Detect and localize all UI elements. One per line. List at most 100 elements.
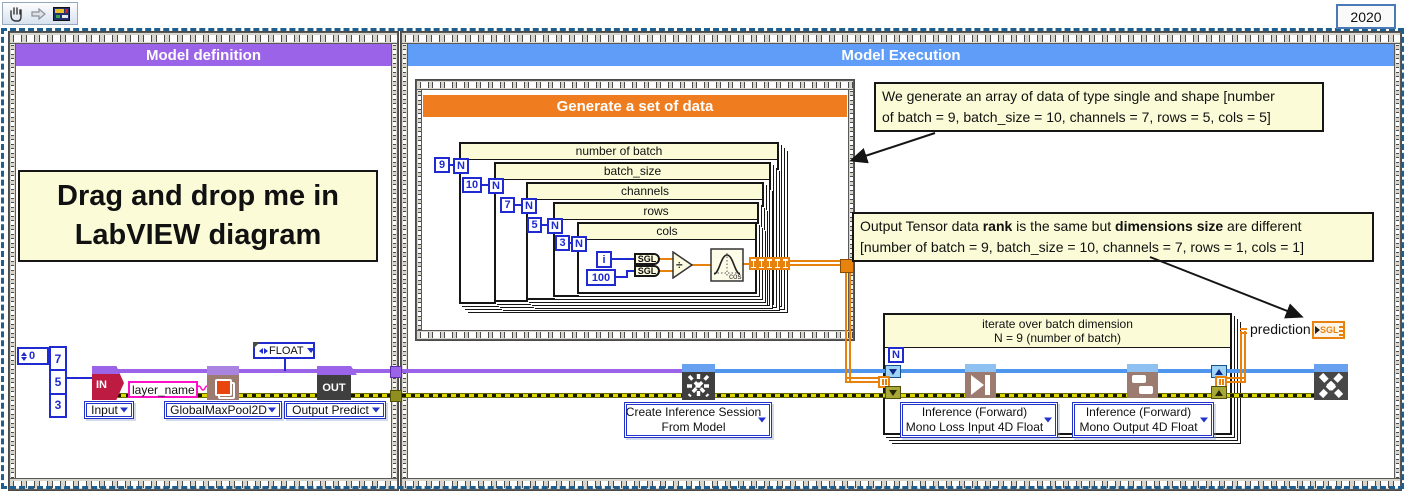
dropdown-line1[interactable]: Inference (Forward)	[921, 405, 1028, 419]
dropdown-caret-icon[interactable]	[306, 348, 315, 353]
comment-generate-shape: We generate an array of data of type sin…	[874, 82, 1324, 132]
create-session-dropdown[interactable]: Create Inference Session From Model	[624, 402, 772, 438]
for-loop-number-of-batch[interactable]: number of batch	[459, 142, 779, 304]
dropdown-caret-icon[interactable]	[1200, 417, 1208, 423]
to-sgl-convert-1[interactable]: SGL	[634, 253, 660, 265]
for-loop-rows[interactable]: rows	[553, 202, 759, 297]
index-spinner-icon[interactable]	[21, 351, 27, 361]
for-loop-channels[interactable]: channels	[526, 182, 764, 300]
array-elem-2[interactable]: 3	[54, 398, 62, 413]
prediction-label: prediction	[1247, 321, 1314, 337]
forward-step-icon	[971, 375, 990, 395]
year-label: 2020	[1350, 8, 1382, 25]
prediction-indicator[interactable]: SGL	[1312, 321, 1345, 339]
filmstrip-top	[416, 80, 854, 90]
output-dropdown[interactable]: Output Predict	[284, 401, 386, 419]
loop-label: channels	[620, 184, 670, 199]
pool-dropdown-value[interactable]: GlobalMaxPool2D	[170, 402, 267, 417]
inference-output-dropdown[interactable]: Inference (Forward) Mono Output 4D Float	[1072, 402, 1214, 438]
svg-text:÷: ÷	[676, 258, 683, 272]
filmstrip-right	[391, 43, 398, 479]
in-node-cap	[92, 366, 124, 374]
inference-output-node[interactable]	[1127, 364, 1158, 398]
wire-divide-cos	[690, 264, 711, 266]
year-badge: 2020	[1336, 4, 1396, 29]
wire-array-to-in	[66, 377, 93, 379]
dropdown-line2[interactable]: Mono Output 4D Float	[1079, 420, 1198, 434]
forward-arrow-icon[interactable]	[30, 6, 47, 22]
iteration-terminal: i	[596, 251, 612, 268]
float-value[interactable]: FLOAT	[269, 344, 304, 357]
dropdown-caret-icon[interactable]	[758, 417, 766, 423]
count-channels[interactable]: 7	[500, 197, 515, 213]
node-cap	[1314, 364, 1348, 372]
to-sgl-convert-2[interactable]: SGL	[634, 265, 660, 277]
cos-function-node[interactable]: cos	[710, 248, 744, 282]
close-session-node[interactable]	[1314, 364, 1348, 400]
inference-loss-input-dropdown[interactable]: Inference (Forward) Mono Loss Input 4D F…	[900, 402, 1058, 438]
dropdown-line1[interactable]: Inference (Forward)	[1085, 405, 1192, 419]
dropdown-line1[interactable]: Create Inference Session	[625, 405, 762, 419]
array-elem-1[interactable]: 5	[54, 374, 62, 389]
dropdown-line2[interactable]: From Model	[661, 420, 726, 434]
wire-i-to-sgl	[612, 258, 634, 260]
loop-label: number of batch	[575, 144, 663, 159]
array-elem-0[interactable]: 7	[54, 351, 62, 366]
wire-100-elbow-v	[626, 271, 628, 278]
frame-header-model-definition: Model definition	[16, 44, 391, 66]
globalmaxpool-node[interactable]	[207, 366, 239, 400]
frame-title: Model Execution	[841, 46, 961, 64]
generate-data-header: Generate a set of data	[423, 95, 847, 117]
in-node-label: IN	[96, 379, 107, 391]
dropdown-caret-icon[interactable]	[1044, 417, 1052, 423]
close-x-icon	[1318, 372, 1344, 399]
array-index-value[interactable]: 0	[29, 350, 36, 362]
tunnel-error	[390, 390, 402, 402]
constant-100[interactable]: 100	[586, 269, 616, 286]
filmstrip-bottom	[416, 330, 854, 340]
wire-model-ref-left	[100, 369, 392, 373]
count-cols[interactable]: 3	[555, 235, 570, 251]
comment-line: Output Tensor data rank is the same but …	[860, 218, 1302, 234]
dropdown-caret-icon[interactable]	[268, 407, 276, 413]
wire-count4	[542, 224, 547, 226]
node-cap	[682, 364, 715, 372]
for-loop-batch-size[interactable]: batch_size	[494, 162, 771, 302]
count-number-of-batch[interactable]: 9	[434, 157, 450, 173]
dropdown-caret-icon[interactable]	[372, 407, 380, 413]
frame-title: Model definition	[146, 46, 261, 64]
divide-node[interactable]: ÷	[672, 251, 694, 279]
wire-sgl2-divide	[658, 270, 675, 272]
float-type-ring[interactable]: FLOAT	[253, 342, 315, 359]
hand-tool-icon[interactable]	[8, 5, 24, 23]
input-dropdown-value[interactable]: Input	[91, 402, 118, 417]
inference-loss-input-node[interactable]	[965, 364, 996, 398]
wire-float-down	[284, 358, 286, 371]
model-out-node[interactable]: OUT	[317, 366, 357, 400]
comment-output-tensor: Output Tensor data rank is the same but …	[852, 212, 1374, 262]
wire-array-into-loop	[845, 377, 883, 383]
dropdown-line2[interactable]: Mono Loss Input 4D Float	[905, 420, 1044, 434]
frame-header-model-execution: Model Execution	[408, 44, 1394, 66]
count-batch-size[interactable]: 10	[462, 177, 482, 193]
count-rows[interactable]: 5	[527, 217, 542, 233]
arrows-icon	[259, 347, 268, 354]
model-in-node[interactable]: IN	[92, 366, 124, 400]
layer-name-constant[interactable]: layer_name	[128, 381, 198, 398]
pool-type-dropdown[interactable]: GlobalMaxPool2D	[164, 401, 282, 419]
array-zipper-icon	[1339, 324, 1343, 336]
tunnel-data-array	[840, 259, 854, 273]
dropdown-caret-icon[interactable]	[120, 407, 128, 413]
input-dropdown[interactable]: Input	[84, 401, 134, 419]
array-index-box[interactable]: 0	[17, 347, 49, 365]
array-constant[interactable]: 7 5 3	[49, 346, 67, 418]
wire-array-out-h	[788, 260, 842, 266]
create-inference-session-node[interactable]	[682, 364, 715, 400]
wire-error-left	[108, 393, 394, 398]
output-dropdown-value[interactable]: Output Predict	[292, 402, 369, 417]
note-line2: LabVIEW diagram	[74, 219, 322, 251]
labview-vi-icon[interactable]	[53, 6, 70, 21]
node-cap	[1127, 364, 1158, 372]
layer-name-value[interactable]: layer_name	[132, 382, 195, 397]
